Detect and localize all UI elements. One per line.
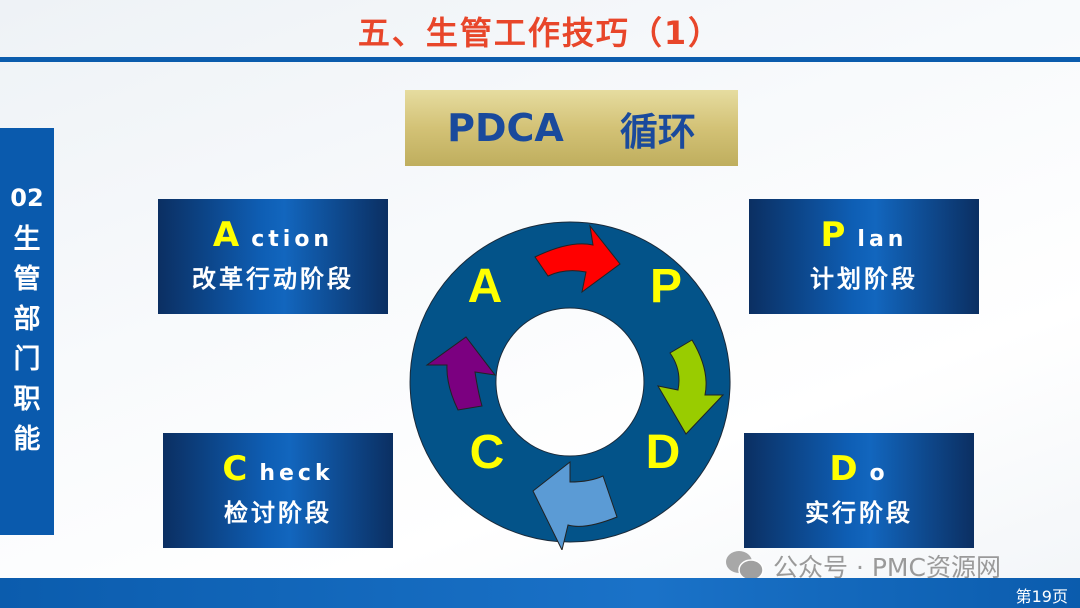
check-cn: 检讨阶段 xyxy=(224,499,332,527)
do-rest: o xyxy=(869,461,889,486)
letter-c: C xyxy=(470,426,505,479)
letter-a: A xyxy=(468,260,503,313)
footer-bar xyxy=(0,578,1080,608)
letter-d: D xyxy=(646,426,681,479)
watermark-text: 公众号 · PMC资源网 xyxy=(773,553,1001,582)
section-number: 02 xyxy=(10,184,44,212)
do-initial: D xyxy=(829,449,862,489)
plan-rest: lan xyxy=(857,227,908,252)
do-cn: 实行阶段 xyxy=(805,499,913,527)
arrow-act-to-plan xyxy=(534,224,621,294)
pdca-banner: PDCA 循环 xyxy=(405,90,738,166)
arrow-check-to-act xyxy=(425,336,497,411)
check-initial: C xyxy=(222,449,252,489)
action-rest: ction xyxy=(251,227,334,252)
header-divider xyxy=(0,57,1080,62)
page-title: 五、生管工作技巧（1） xyxy=(357,14,723,52)
page-number: 第19页 xyxy=(1015,587,1068,606)
action-initial: A xyxy=(212,215,244,255)
banner-right: 循环 xyxy=(619,109,696,154)
plan-cn: 计划阶段 xyxy=(810,265,918,293)
banner-left: PDCA xyxy=(447,106,564,150)
check-rest: heck xyxy=(259,461,334,486)
cycle-ring xyxy=(409,221,731,543)
pdca-cycle-diagram: A P D C xyxy=(409,221,731,550)
action-cn: 改革行动阶段 xyxy=(192,265,354,293)
watermark: 公众号 · PMC资源网 xyxy=(725,548,1001,584)
section-sidebar: 02 生管部门职能 xyxy=(0,128,54,535)
section-label: 生管部门职能 xyxy=(13,224,41,455)
arrow-do-to-check xyxy=(532,460,618,550)
plan-initial: P xyxy=(820,215,850,255)
letter-p: P xyxy=(650,260,682,313)
arrow-plan-to-do xyxy=(657,339,725,435)
